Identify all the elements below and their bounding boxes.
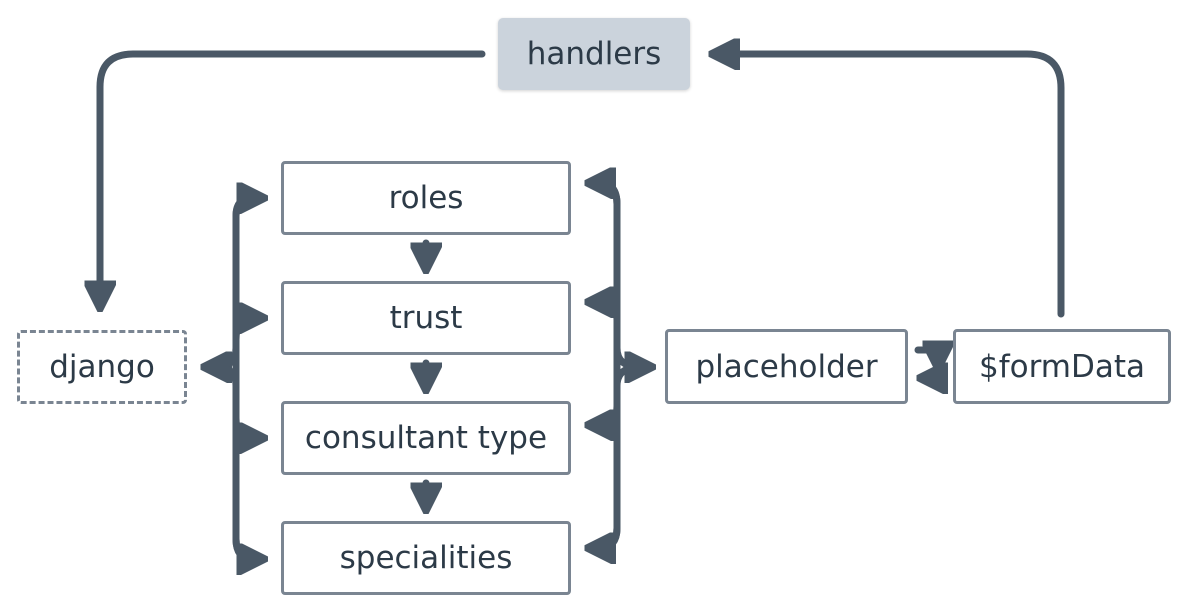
node-roles[interactable]: roles bbox=[281, 161, 571, 235]
node-django-label: django bbox=[49, 349, 155, 385]
edge-django-to-specialities bbox=[232, 535, 252, 559]
brace-left-spine bbox=[232, 192, 261, 563]
node-django[interactable]: django bbox=[17, 330, 187, 404]
node-roles-label: roles bbox=[388, 180, 464, 216]
edge-placeholder-to-trust bbox=[600, 302, 621, 324]
edge-placeholder-to-specialities bbox=[600, 524, 621, 548]
edge-placeholder-to-formdata bbox=[914, 350, 938, 356]
node-formdata[interactable]: $formData bbox=[953, 329, 1171, 404]
brace-right-spine bbox=[592, 179, 621, 552]
edge-handlers-to-django bbox=[100, 50, 486, 296]
edge-placeholder-to-consultant-type bbox=[600, 402, 621, 425]
edge-django-to-consultant-type bbox=[232, 414, 252, 438]
node-handlers-label: handlers bbox=[526, 36, 662, 72]
node-trust[interactable]: trust bbox=[281, 281, 571, 355]
node-formdata-label: $formData bbox=[978, 348, 1146, 385]
edge-django-to-trust bbox=[232, 318, 252, 344]
node-placeholder[interactable]: placeholder bbox=[665, 329, 908, 404]
node-consultant-type[interactable]: consultant type bbox=[281, 401, 571, 475]
edge-formdata-to-handlers bbox=[724, 54, 1065, 318]
node-handlers[interactable]: handlers bbox=[498, 18, 690, 90]
edge-django-to-roles bbox=[232, 198, 252, 220]
edge-placeholder-to-roles bbox=[600, 183, 621, 208]
node-specialities-label: specialities bbox=[339, 540, 513, 576]
node-placeholder-label: placeholder bbox=[695, 348, 878, 385]
node-specialities[interactable]: specialities bbox=[281, 521, 571, 595]
node-trust-label: trust bbox=[389, 300, 463, 336]
node-consultant-type-label: consultant type bbox=[304, 420, 548, 456]
